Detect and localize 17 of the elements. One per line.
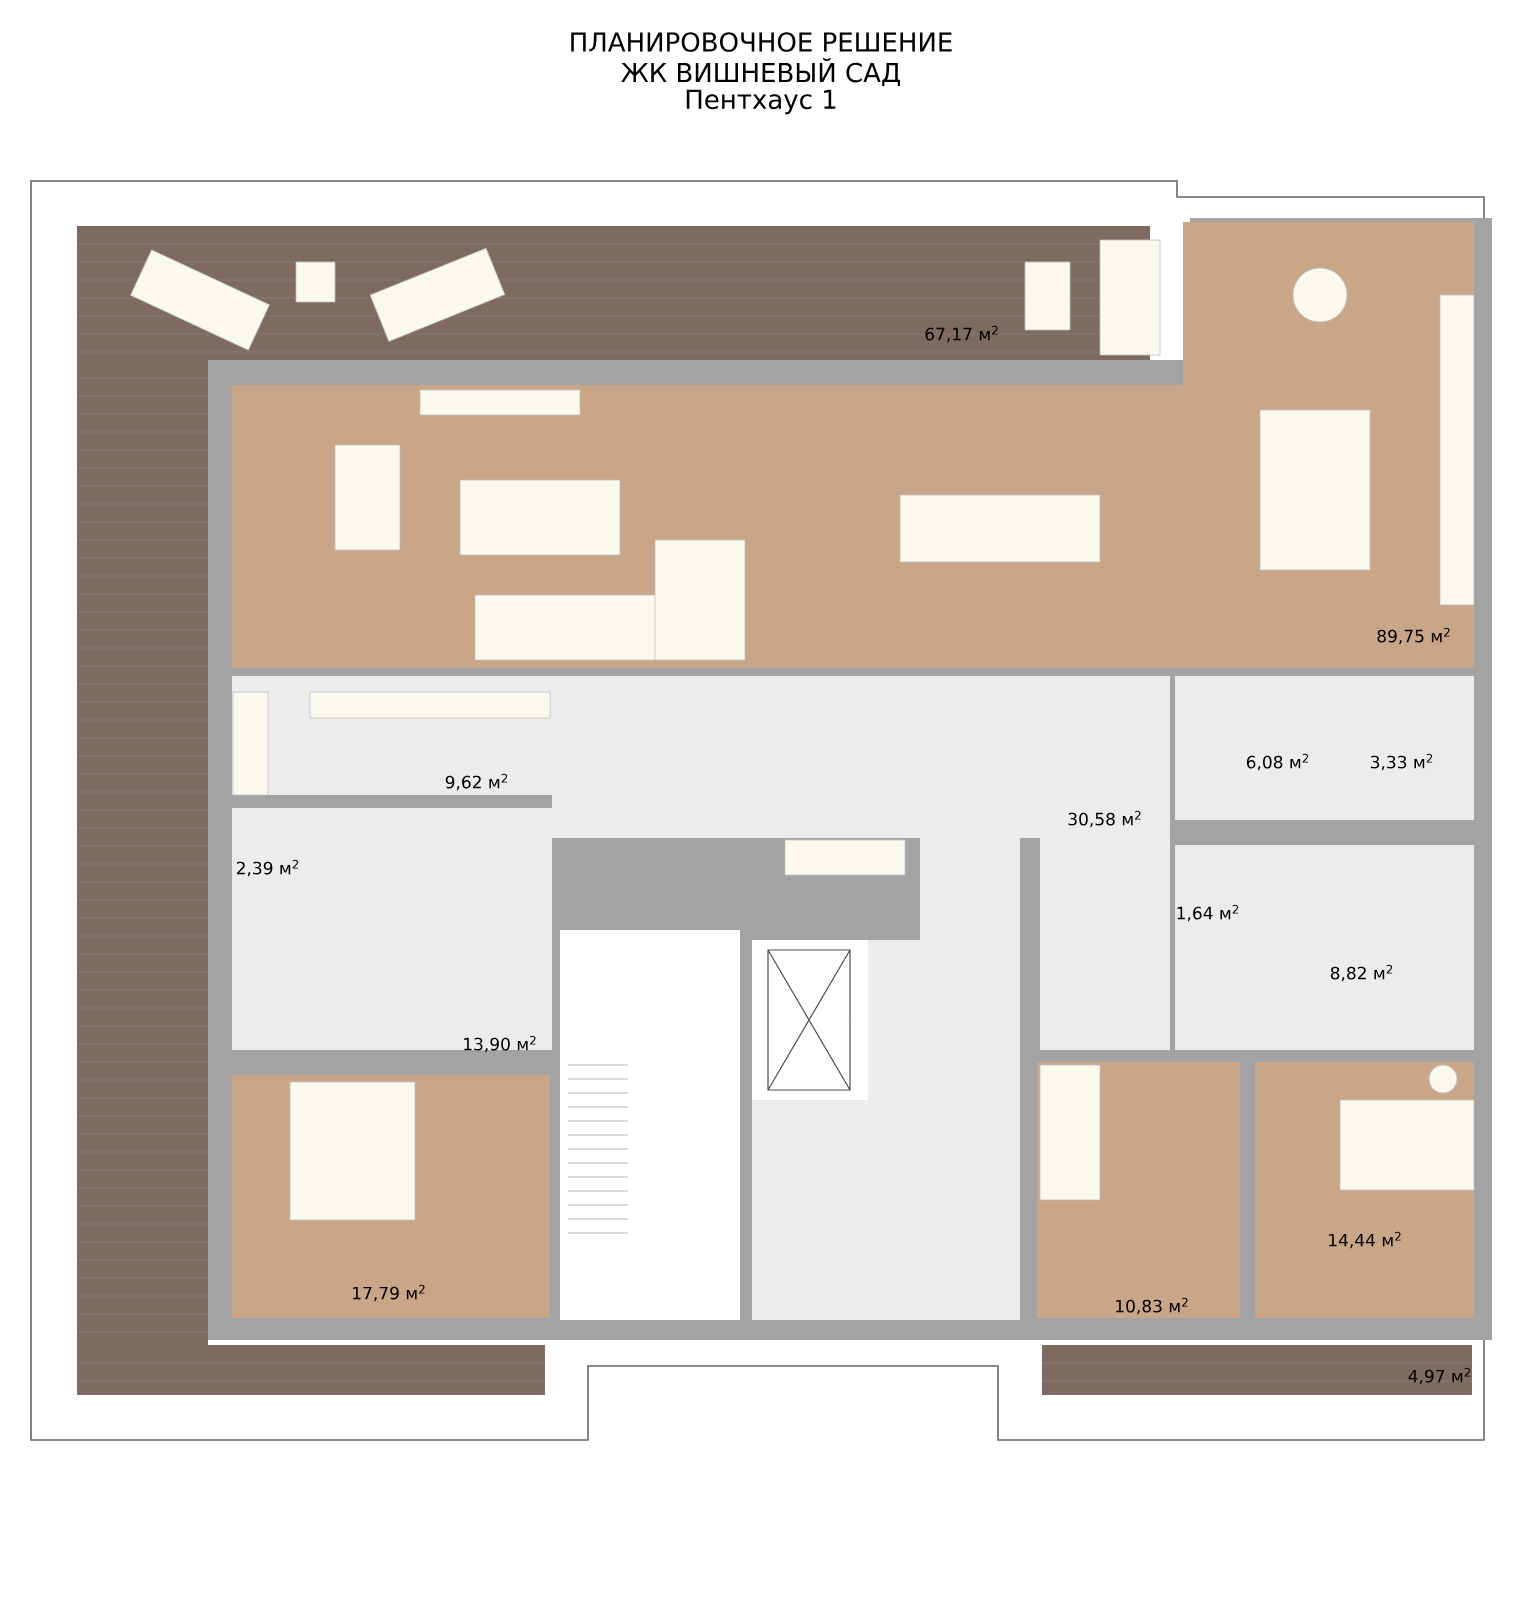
area-label: 30,58 м$^{2}$: [1068, 810, 1141, 828]
title: Пентхаус 1: [686, 89, 836, 115]
area-label: 6,08 м$^{2}$: [1246, 753, 1309, 771]
area-label: 8,82 м$^{2}$: [1330, 964, 1393, 982]
area-label: 4,97 м$^{2}$: [1408, 1367, 1471, 1385]
area-label: 17,79 м$^{2}$: [353, 1284, 425, 1302]
area-label: 67,17 м$^{2}$: [925, 325, 998, 343]
area-label: 3,33 м$^{2}$: [1370, 753, 1433, 771]
area-label: 89,75 м$^{2}$: [1377, 627, 1450, 645]
area-label: 1,64 м$^{2}$: [1177, 904, 1239, 922]
area-label: 14,44 м$^{2}$: [1329, 1231, 1401, 1249]
area-label: 2,39 м$^{2}$: [236, 859, 299, 877]
area-label: 10,83 м$^{2}$: [1116, 1297, 1188, 1315]
title: ЖК ВИШНЕВЫЙ САД: [621, 57, 900, 87]
area-label: 9,62 м$^{2}$: [445, 773, 508, 791]
title: ПЛАНИРОВОЧНОЕ РЕШЕНИЕ: [571, 32, 952, 52]
area-label: 13,90 м$^{2}$: [464, 1035, 536, 1053]
